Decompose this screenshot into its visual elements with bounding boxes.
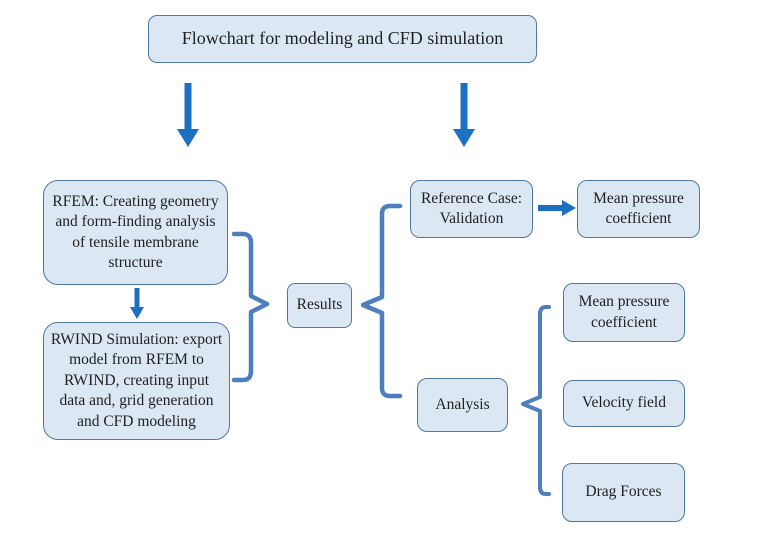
mean-pressure-coefficient-box: Mean pressure coefficient (563, 283, 685, 342)
reference-case-box: Reference Case: Validation (410, 180, 533, 238)
title-box: Flowchart for modeling and CFD simulatio… (148, 15, 537, 63)
left-curly-brace-icon (521, 305, 551, 496)
velocity-field-box: Velocity field (563, 380, 685, 427)
results-box: Results (287, 283, 352, 328)
rfem-box: RFEM: Creating geometry and form-finding… (43, 180, 228, 285)
down-arrow-icon (453, 83, 475, 147)
down-arrow-icon (177, 83, 199, 147)
left-curly-brace-icon (361, 203, 403, 399)
drag-forces-box: Drag Forces (562, 463, 685, 522)
down-arrow-icon (130, 288, 144, 319)
rwind-box: RWIND Simulation: export model from RFEM… (43, 322, 230, 440)
mean-pressure-coefficient-box: Mean pressure coefficient (577, 180, 700, 238)
right-curly-brace-icon (231, 231, 270, 383)
analysis-box: Analysis (417, 378, 508, 432)
right-arrow-icon (538, 200, 576, 216)
